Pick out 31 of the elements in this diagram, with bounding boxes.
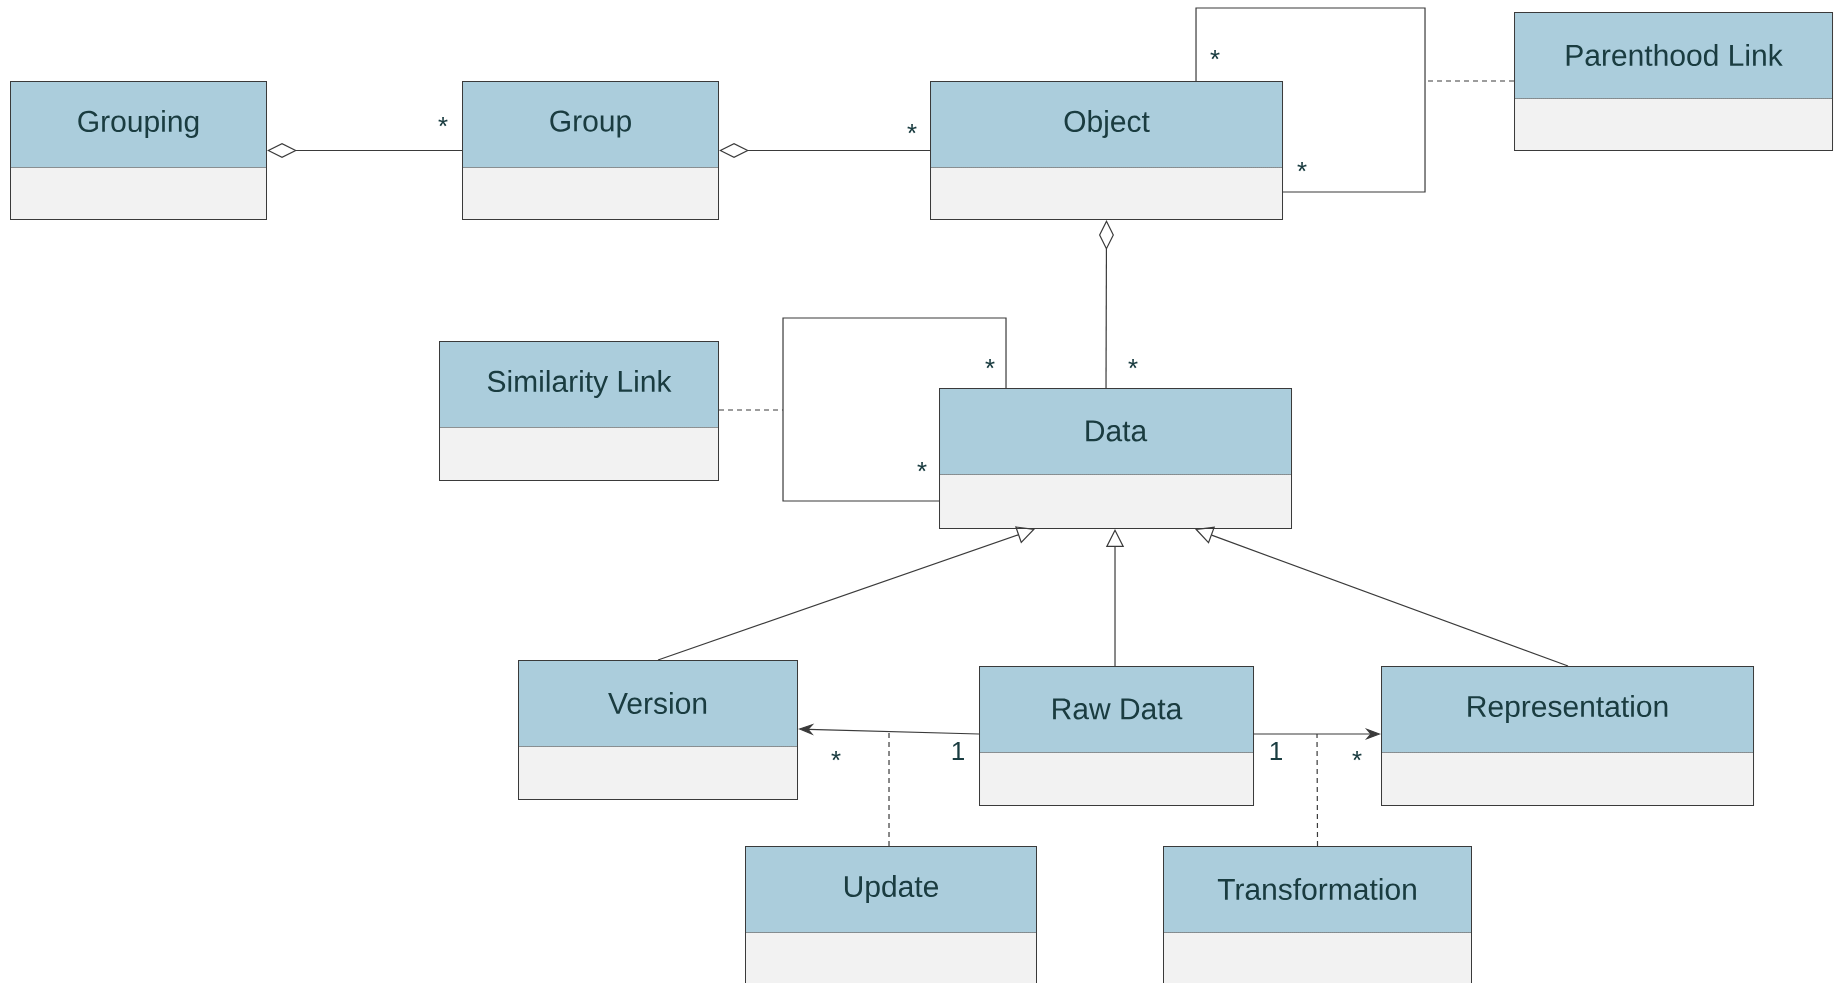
- class-box: Raw Data: [979, 666, 1254, 806]
- class-box: Representation: [1381, 666, 1754, 806]
- class-box: Group: [462, 81, 719, 220]
- generalization-arrow: [1195, 526, 1569, 667]
- multiplicity-label: 1: [1270, 742, 1282, 760]
- class-box: Version: [518, 660, 798, 800]
- association-line: [1098, 220, 1114, 389]
- multiplicity-label: *: [985, 359, 995, 369]
- class-box: Object: [930, 81, 1283, 220]
- multiplicity-label: *: [907, 124, 917, 134]
- multiplicity-label: *: [1297, 162, 1307, 172]
- association-line: [719, 143, 931, 158]
- class-box: Parenthood Link: [1514, 12, 1833, 151]
- class-box: Grouping: [10, 81, 267, 220]
- class-box: Transformation: [1163, 846, 1472, 983]
- multiplicity-label: *: [1352, 751, 1362, 761]
- multiplicity-label: *: [438, 117, 448, 127]
- dashed-line: [1316, 733, 1319, 847]
- multiplicity-label: *: [1210, 50, 1220, 60]
- generalization-arrow: [657, 526, 1035, 661]
- dashed-line: [888, 730, 890, 847]
- class-box: Data: [939, 388, 1292, 529]
- association-line: [267, 143, 463, 158]
- multiplicity-label: 1: [952, 742, 964, 760]
- dashed-line: [718, 409, 784, 411]
- multiplicity-label: *: [831, 751, 841, 761]
- association-line: [782, 317, 1007, 502]
- multiplicity-label: *: [1128, 359, 1138, 369]
- class-box: Similarity Link: [439, 341, 719, 481]
- association-line: [1195, 7, 1426, 193]
- class-box: Update: [745, 846, 1037, 983]
